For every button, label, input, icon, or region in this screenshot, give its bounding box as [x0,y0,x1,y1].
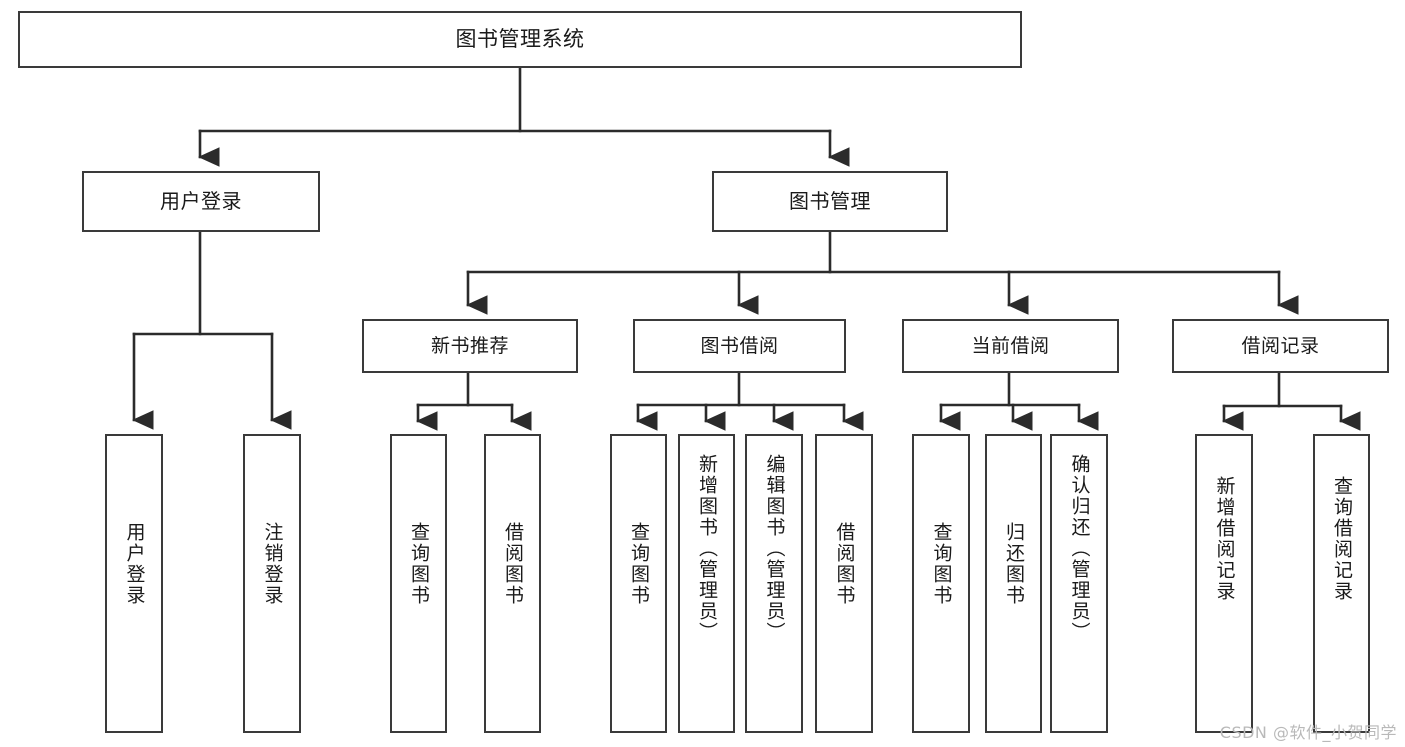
node-book-management[interactable]: 图书管理 [712,171,948,232]
node-borrow-record-label: 借阅记录 [1241,334,1320,357]
watermark-text: CSDN @软件_小贺同学 [1219,723,1397,742]
node-leaf-query-book-2-label: 查询图书 [627,522,650,606]
node-book-borrow-label: 图书借阅 [700,334,779,357]
node-leaf-user-login-label: 用户登录 [123,522,146,606]
node-leaf-query-book-2[interactable]: 查询图书 [610,434,667,733]
node-leaf-add-book-admin[interactable]: 新增图书（管理员） [678,434,735,733]
node-leaf-query-borrow-record[interactable]: 查询借阅记录 [1313,434,1370,733]
node-leaf-add-borrow-record-label: 新增借阅记录 [1213,476,1236,602]
node-leaf-return-book-label: 归还图书 [1002,522,1025,606]
node-leaf-return-book[interactable]: 归还图书 [985,434,1042,733]
node-user-login-label: 用户登录 [160,188,242,213]
node-leaf-user-login[interactable]: 用户登录 [105,434,163,733]
node-leaf-borrow-book-2[interactable]: 借阅图书 [815,434,873,733]
node-leaf-user-logout-label: 注销登录 [261,522,284,606]
node-new-book-recommend[interactable]: 新书推荐 [362,319,578,373]
node-leaf-query-book-1[interactable]: 查询图书 [390,434,447,733]
node-root-label: 图书管理系统 [455,27,585,52]
node-leaf-confirm-return-label: 确认归还（管理员） [1068,454,1091,643]
node-leaf-borrow-book-1[interactable]: 借阅图书 [484,434,541,733]
node-current-borrow[interactable]: 当前借阅 [902,319,1119,373]
node-book-management-label: 图书管理 [789,188,871,213]
node-leaf-query-book-3[interactable]: 查询图书 [912,434,970,733]
node-leaf-borrow-book-2-label: 借阅图书 [833,522,856,606]
node-leaf-add-book-admin-label: 新增图书（管理员） [695,454,718,643]
node-user-login[interactable]: 用户登录 [82,171,320,232]
node-leaf-edit-book-admin[interactable]: 编辑图书（管理员） [745,434,803,733]
node-current-borrow-label: 当前借阅 [971,334,1050,357]
node-root[interactable]: 图书管理系统 [18,11,1022,68]
node-borrow-record[interactable]: 借阅记录 [1172,319,1389,373]
node-leaf-edit-book-admin-label: 编辑图书（管理员） [763,454,786,643]
node-leaf-query-borrow-record-label: 查询借阅记录 [1330,476,1353,602]
node-leaf-user-logout[interactable]: 注销登录 [243,434,301,733]
node-book-borrow[interactable]: 图书借阅 [633,319,846,373]
node-leaf-query-book-3-label: 查询图书 [930,522,953,606]
node-leaf-add-borrow-record[interactable]: 新增借阅记录 [1195,434,1253,733]
node-leaf-query-book-1-label: 查询图书 [407,522,430,606]
node-new-book-recommend-label: 新书推荐 [430,334,509,357]
node-leaf-borrow-book-1-label: 借阅图书 [501,522,524,606]
node-leaf-confirm-return[interactable]: 确认归还（管理员） [1050,434,1108,733]
